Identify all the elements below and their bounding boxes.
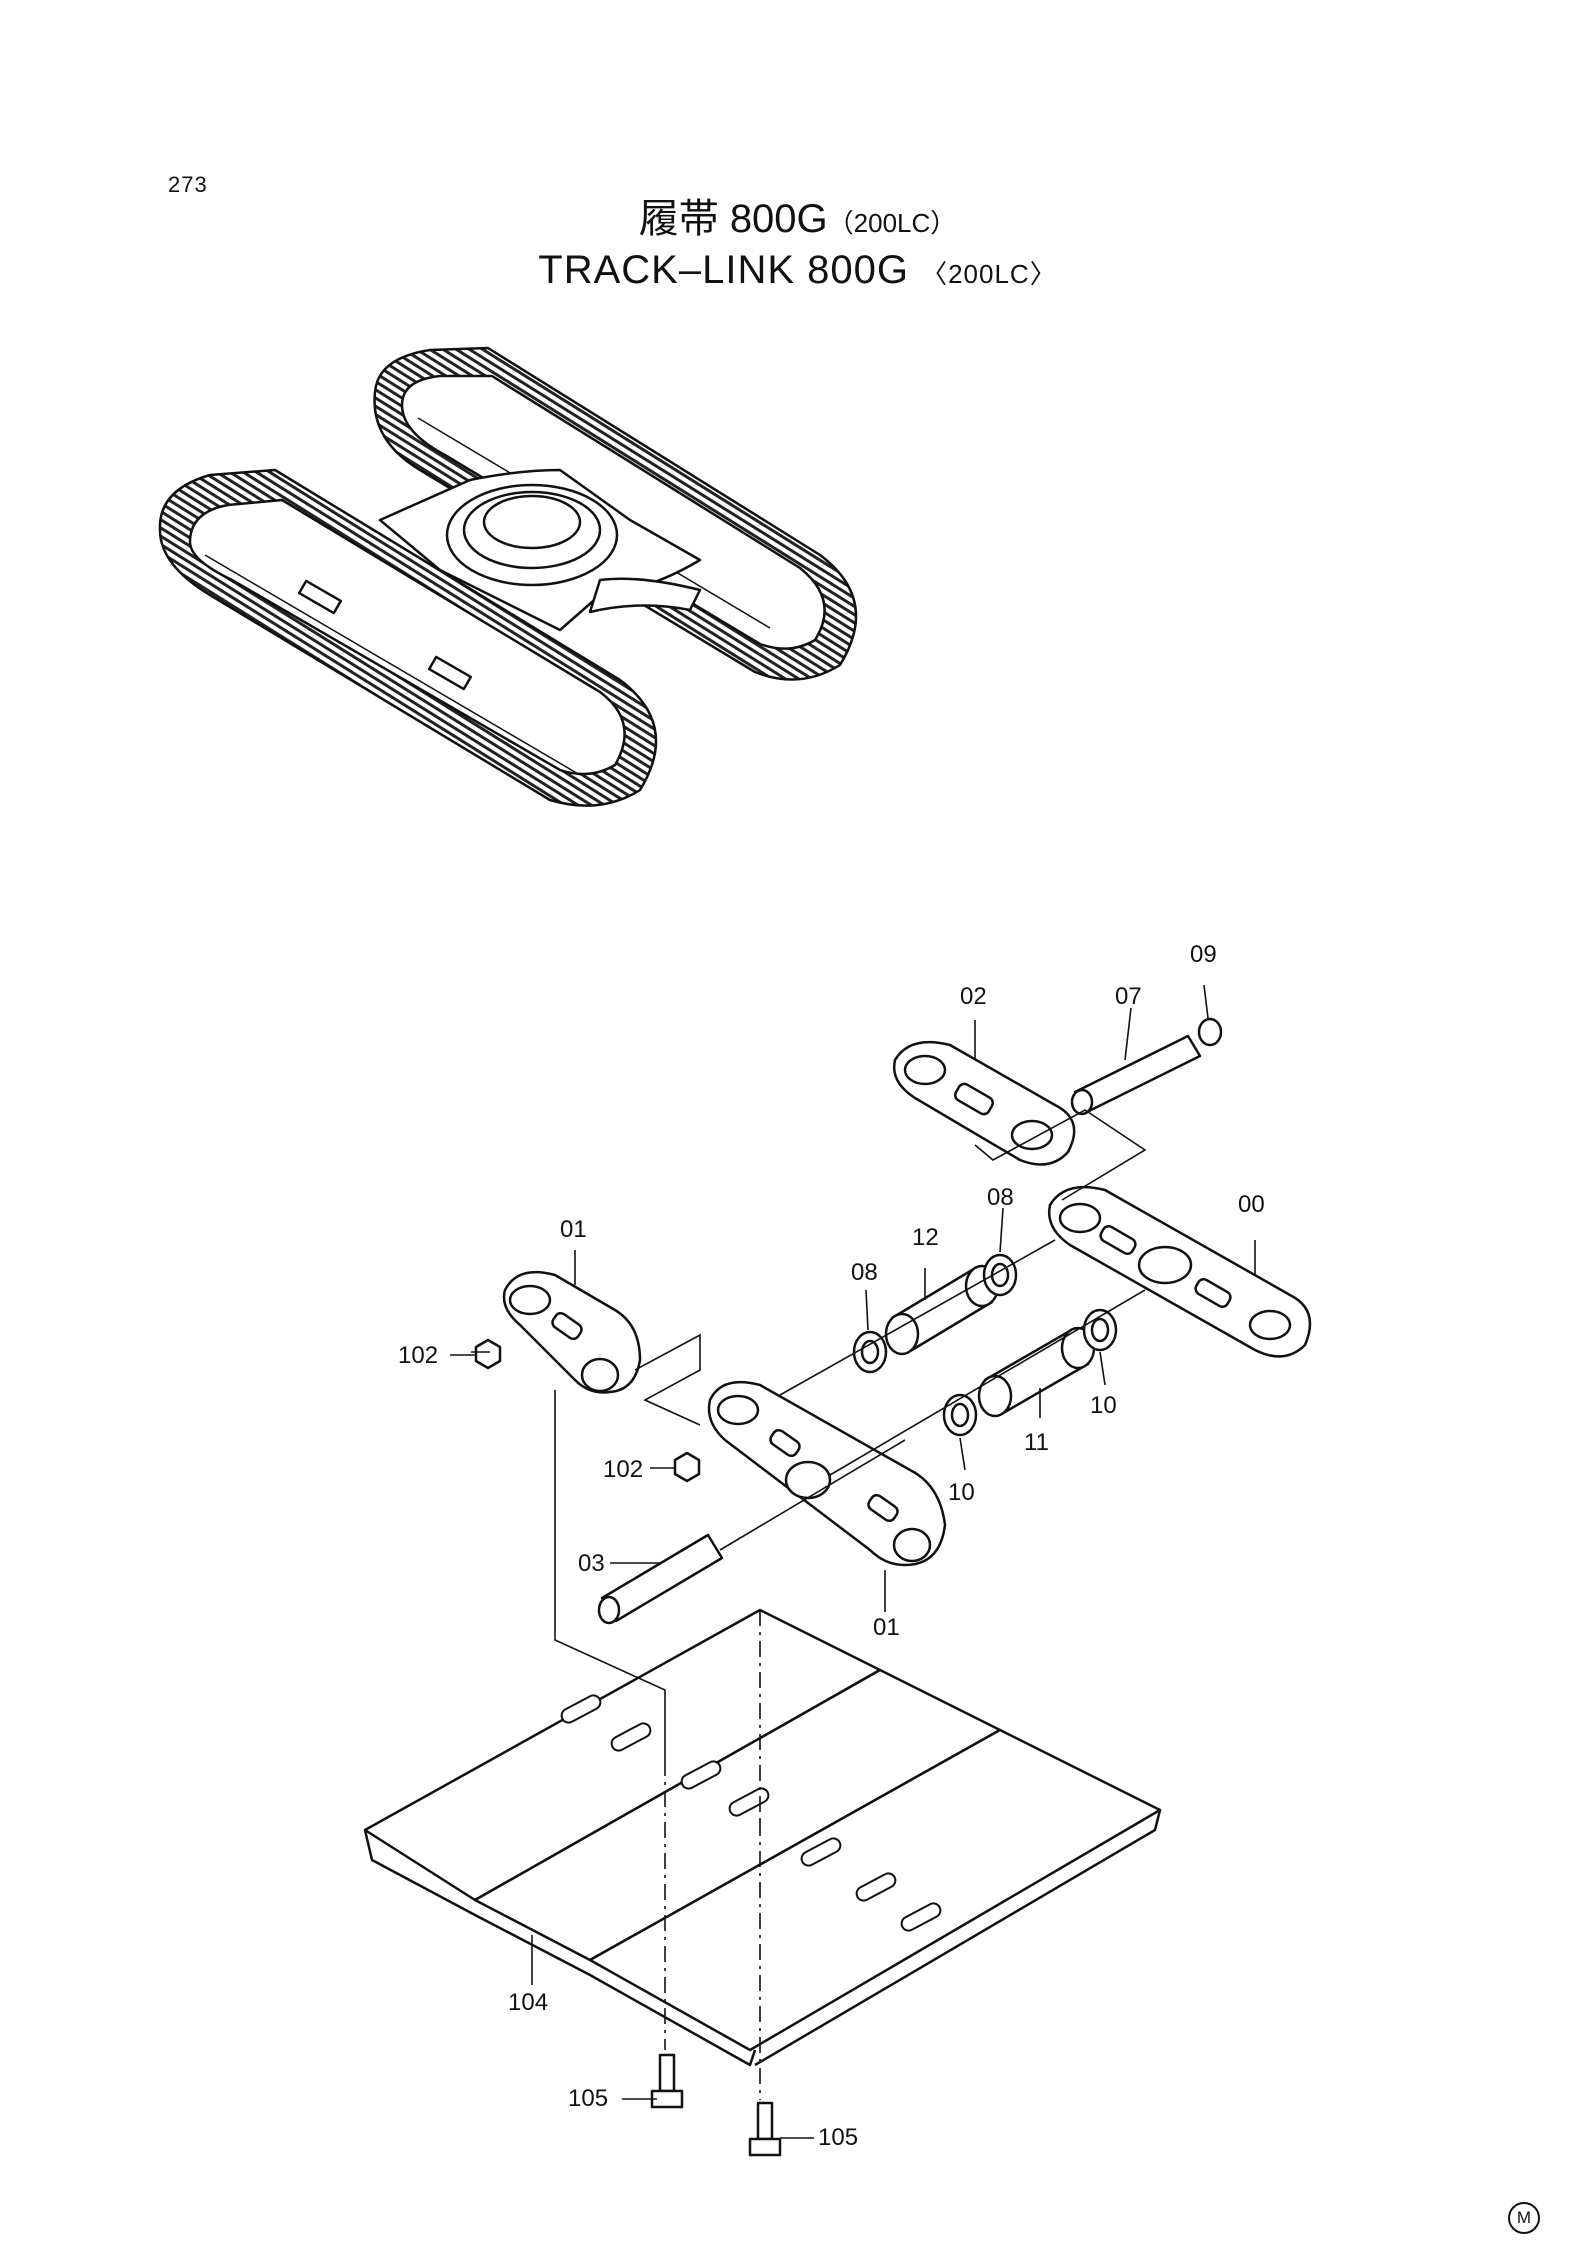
callout-leader-lines: [450, 984, 1256, 2139]
callout-11: 11: [1024, 1429, 1049, 1456]
part-105-bolt-right: [748, 2101, 782, 2157]
title-en-sub: 〈200LC〉: [921, 259, 1057, 289]
callout-09: 09: [1190, 941, 1217, 968]
callout-102-mid: 102: [603, 1456, 643, 1483]
assembly-guide-lines: [471, 1109, 1147, 2100]
part-102-nut-middle: [673, 1451, 701, 1483]
callout-105-right: 105: [818, 2124, 858, 2151]
part-01-track-link-middle: [707, 1380, 947, 1567]
callout-labels: 02 07 09 08 00 01 12 08 102 10 11 102 10…: [398, 941, 1265, 2151]
part-02-master-link: [892, 1040, 1076, 1166]
part-03-track-pin: [597, 1533, 724, 1625]
title-jp-main: 履帯 800G: [638, 197, 828, 241]
part-10-seal-right: [1082, 1308, 1118, 1352]
manufacturer-mark: M: [1508, 2202, 1540, 2234]
title-en-main: TRACK–LINK 800G: [538, 248, 909, 292]
callout-10-right: 10: [1090, 1392, 1117, 1419]
part-11-bushing: [977, 1326, 1096, 1418]
callout-00: 00: [1238, 1191, 1265, 1218]
callout-10-left: 10: [948, 1479, 975, 1506]
track-link-exploded-view: [363, 1017, 1312, 2157]
undercarriage-illustration: [158, 346, 858, 807]
page-title-english: TRACK–LINK 800G 〈200LC〉: [0, 248, 1595, 293]
title-jp-sub: （200LC）: [827, 208, 957, 238]
part-01-track-link-upper: [502, 1270, 642, 1394]
part-104-track-shoes: [363, 1608, 1162, 2067]
page-number: 273: [168, 172, 208, 197]
callout-12: 12: [912, 1224, 939, 1251]
callout-07: 07: [1115, 983, 1142, 1010]
part-12-bushing: [884, 1264, 1000, 1356]
part-09-snap-ring: [1197, 1017, 1223, 1047]
callout-102-top: 102: [398, 1342, 438, 1369]
part-102-nut-upper: [474, 1338, 502, 1370]
callout-01-top: 01: [560, 1216, 587, 1243]
callout-02: 02: [960, 983, 987, 1010]
callout-104: 104: [508, 1989, 548, 2016]
callout-08-left: 08: [851, 1259, 878, 1286]
page-title-japanese: 履帯 800G（200LC）: [0, 186, 1595, 244]
part-10-seal-left: [942, 1393, 978, 1437]
part-07-master-pin: [1070, 1034, 1202, 1116]
part-08-seal-left: [852, 1330, 888, 1374]
callout-01-bottom: 01: [873, 1614, 900, 1641]
part-08-seal-right: [982, 1253, 1018, 1297]
center-frame: [378, 468, 702, 632]
left-crawler-track: [158, 468, 658, 807]
callout-03: 03: [578, 1550, 605, 1577]
callout-08-right: 08: [987, 1184, 1014, 1211]
callout-105-left: 105: [568, 2085, 608, 2112]
